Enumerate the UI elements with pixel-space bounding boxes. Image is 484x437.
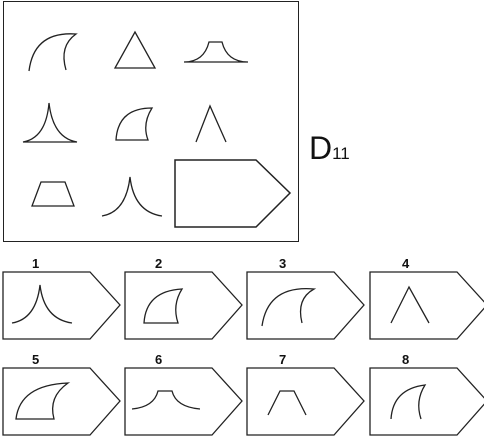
- answer-number-4: 4: [402, 256, 410, 271]
- answer-option-6[interactable]: [124, 367, 244, 437]
- shape-claw-closed: [114, 100, 164, 150]
- answer-number-2: 2: [155, 256, 163, 271]
- puzzle-label: D11: [309, 130, 350, 166]
- puzzle-matrix: [3, 1, 299, 242]
- shape-cusp-closed: [21, 98, 81, 148]
- answer-option-8[interactable]: [369, 367, 484, 437]
- answer-number-5: 5: [32, 352, 40, 367]
- answer-option-7[interactable]: [246, 367, 366, 437]
- answer-number-8: 8: [402, 352, 410, 367]
- shape-bell-curve: [182, 32, 252, 67]
- shape-chevron: [192, 98, 232, 148]
- answer-placeholder-frame: [174, 159, 292, 229]
- shape-trapezoid: [29, 178, 79, 213]
- answer-number-1: 1: [32, 256, 40, 271]
- answer-option-2[interactable]: [124, 271, 244, 341]
- shape-triangle: [110, 26, 160, 76]
- answer-number-7: 7: [279, 352, 287, 367]
- answer-number-3: 3: [279, 256, 287, 271]
- answer-option-4[interactable]: [369, 271, 484, 341]
- answer-option-5[interactable]: [2, 367, 122, 437]
- answer-option-3[interactable]: [246, 271, 366, 341]
- answer-option-1[interactable]: [2, 271, 122, 341]
- shape-claw: [24, 26, 84, 76]
- shape-cusp-open: [100, 172, 170, 222]
- answer-number-6: 6: [155, 352, 163, 367]
